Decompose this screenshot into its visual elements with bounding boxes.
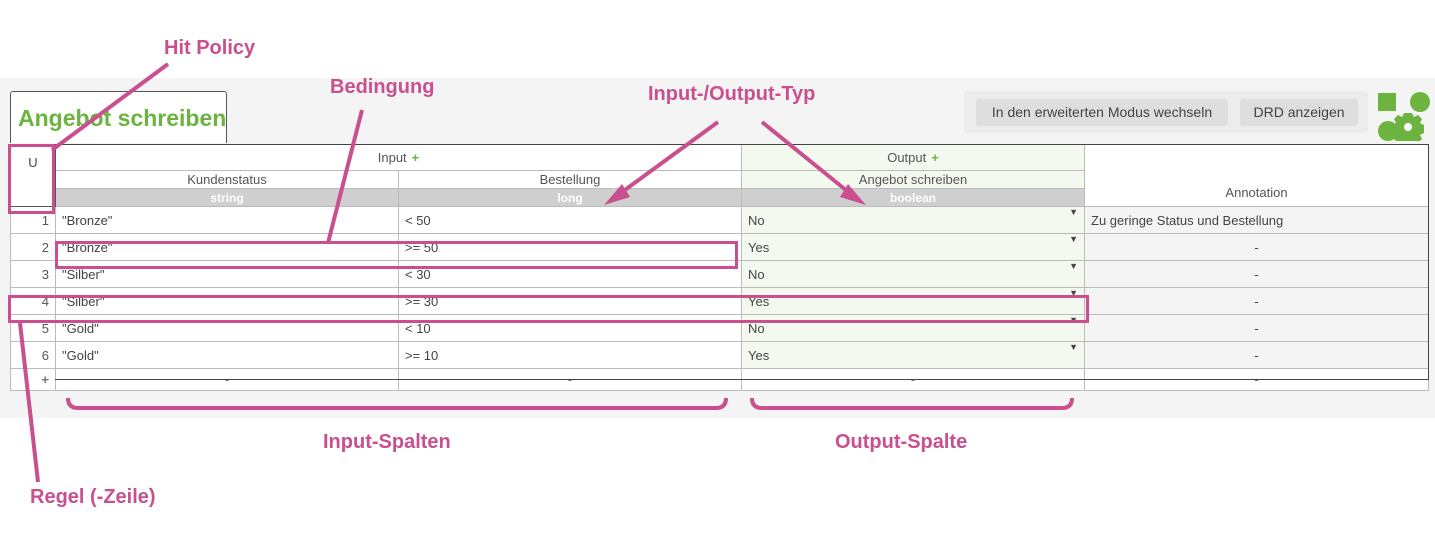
hit-policy-cell[interactable]: U: [10, 144, 56, 207]
label-input-spalten: Input-Spalten: [323, 431, 451, 453]
rule-input-kundenstatus[interactable]: "Gold": [55, 341, 399, 369]
dropdown-arrow-icon[interactable]: ▼: [1069, 315, 1079, 326]
rule-number[interactable]: 2: [10, 233, 56, 261]
input-header-label: Input: [377, 150, 407, 165]
input-header: Input +: [54, 144, 743, 171]
rule-annotation[interactable]: -: [1084, 287, 1430, 315]
rule-input-kundenstatus[interactable]: "Gold": [55, 314, 399, 342]
rule-input-bestellung[interactable]: < 10: [397, 314, 743, 342]
rule-output-value: No: [748, 212, 765, 228]
rule-input-bestellung[interactable]: >= 10: [397, 341, 743, 369]
decision-title[interactable]: Angebot schreiben: [18, 105, 227, 131]
rule-input-kundenstatus[interactable]: "Bronze": [55, 233, 399, 261]
rule-annotation[interactable]: -: [1084, 233, 1430, 261]
rule-output-value: No: [748, 266, 765, 282]
rule-output-select[interactable]: No ▼: [741, 314, 1086, 342]
input-column-bestellung[interactable]: Bestellung: [397, 170, 743, 189]
rule-number[interactable]: 5: [10, 314, 56, 342]
rule-annotation[interactable]: Zu geringe Status und Bestellung: [1084, 206, 1430, 234]
rule-number[interactable]: 6: [10, 341, 56, 369]
rule-annotation[interactable]: -: [1084, 341, 1430, 369]
rule-output-select[interactable]: Yes ▼: [741, 287, 1086, 315]
table-row: 3 "Silber" < 30 No ▼ -: [10, 260, 1430, 288]
rule-input-kundenstatus[interactable]: "Silber": [55, 260, 399, 288]
decision-tab[interactable]: Angebot schreiben: [10, 91, 227, 143]
table-row: 6 "Gold" >= 10 Yes ▼ -: [10, 341, 1430, 369]
rule-input-kundenstatus[interactable]: "Silber": [55, 287, 399, 315]
input-column-kundenstatus[interactable]: Kundenstatus: [55, 170, 399, 189]
empty-input-cell[interactable]: -: [55, 368, 399, 391]
decision-table: U Input + Output + Annotation Kundenstatus…: [10, 144, 1430, 391]
rule-output-value: Yes: [748, 293, 770, 309]
advanced-mode-button[interactable]: In den erweiterten Modus wechseln: [976, 99, 1228, 126]
empty-annotation-cell[interactable]: -: [1084, 368, 1430, 391]
rule-input-bestellung[interactable]: >= 50: [397, 233, 743, 261]
output-header-label: Output: [887, 150, 927, 165]
output-header: Output +: [741, 144, 1086, 171]
rule-output-select[interactable]: Yes ▼: [741, 341, 1086, 369]
label-hit-policy: Hit Policy: [164, 37, 256, 59]
rule-annotation[interactable]: -: [1084, 314, 1430, 342]
label-io-typ: Input-/Output-Typ: [648, 83, 816, 105]
rule-input-bestellung[interactable]: < 50: [397, 206, 743, 234]
dmn-logo-icon: [1378, 92, 1430, 141]
type-output[interactable]: boolean: [741, 188, 1086, 207]
add-output-icon[interactable]: +: [931, 150, 939, 165]
rule-input-bestellung[interactable]: < 30: [397, 260, 743, 288]
rule-number[interactable]: 3: [10, 260, 56, 288]
rule-output-value: Yes: [748, 239, 770, 255]
rule-output-select[interactable]: No ▼: [741, 260, 1086, 288]
empty-input-cell[interactable]: -: [397, 368, 743, 391]
dropdown-arrow-icon[interactable]: ▼: [1069, 288, 1079, 299]
output-column-angebot[interactable]: Angebot schreiben: [741, 170, 1086, 189]
rule-annotation[interactable]: -: [1084, 260, 1430, 288]
add-rule-row: + - - - -: [10, 368, 1430, 391]
empty-output-cell[interactable]: -: [741, 368, 1086, 391]
label-bedingung: Bedingung: [330, 76, 435, 98]
rule-input-kundenstatus[interactable]: "Bronze": [55, 206, 399, 234]
dropdown-arrow-icon[interactable]: ▼: [1069, 342, 1079, 353]
table-row: 1 "Bronze" < 50 No ▼ Zu geringe Status un…: [10, 206, 1430, 234]
type-kundenstatus[interactable]: string: [55, 188, 399, 207]
dropdown-arrow-icon[interactable]: ▼: [1069, 234, 1079, 245]
rule-output-select[interactable]: No ▼: [741, 206, 1086, 234]
table-row: 5 "Gold" < 10 No ▼ -: [10, 314, 1430, 342]
table-row: 2 "Bronze" >= 50 Yes ▼ -: [10, 233, 1430, 261]
rule-number[interactable]: 4: [10, 287, 56, 315]
type-bestellung[interactable]: long: [397, 188, 743, 207]
dropdown-arrow-icon[interactable]: ▼: [1069, 261, 1079, 272]
annotation-header: Annotation: [1084, 144, 1430, 207]
rule-output-select[interactable]: Yes ▼: [741, 233, 1086, 261]
table-row: 4 "Silber" >= 30 Yes ▼ -: [10, 287, 1430, 315]
add-rule-icon[interactable]: +: [10, 368, 56, 391]
rule-input-bestellung[interactable]: >= 30: [397, 287, 743, 315]
add-input-icon[interactable]: +: [411, 150, 420, 165]
rule-output-value: No: [748, 320, 765, 336]
rule-number[interactable]: 1: [10, 206, 56, 234]
label-regel: Regel (-Zeile): [30, 486, 156, 508]
dropdown-arrow-icon[interactable]: ▼: [1069, 207, 1079, 218]
rule-output-value: Yes: [748, 347, 770, 363]
toolbar: In den erweiterten Modus wechseln DRD an…: [964, 91, 1368, 133]
label-output-spalte: Output-Spalte: [835, 431, 968, 453]
drd-button[interactable]: DRD anzeigen: [1240, 99, 1358, 126]
